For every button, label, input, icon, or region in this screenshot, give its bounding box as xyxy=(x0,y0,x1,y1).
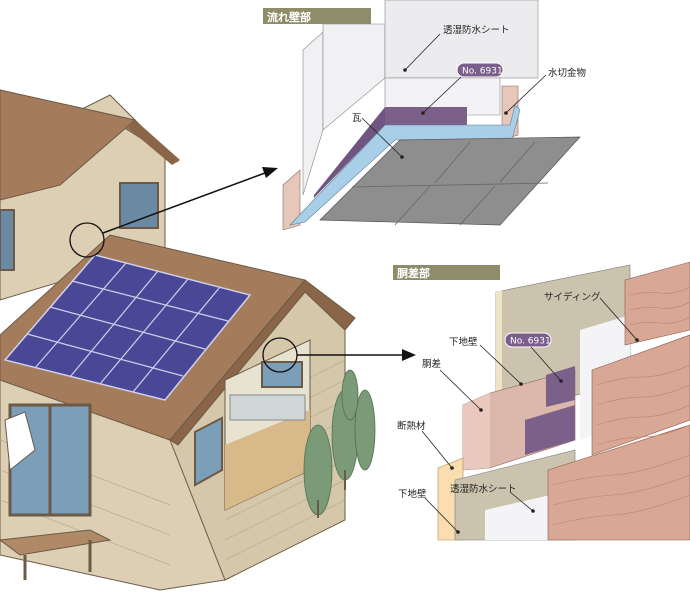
label-sheet-bottom: 透湿防水シート xyxy=(450,483,517,495)
callout-circle-valley xyxy=(69,222,105,258)
label-girth: 胴差 xyxy=(422,358,441,370)
label-base-wall-upper: 下地壁 xyxy=(449,336,478,348)
product-label-top: No. 6931 xyxy=(462,67,503,77)
section-label-top: 流れ壁部 xyxy=(267,10,311,24)
label-base-wall-lower: 下地壁 xyxy=(398,488,427,500)
section-label-bottom: 胴差部 xyxy=(397,266,430,280)
product-pill-bottom xyxy=(504,332,552,348)
product-pill-top xyxy=(456,62,504,78)
label-siding: サイディング xyxy=(544,291,601,303)
section-label-bg xyxy=(263,8,371,24)
label-sheet-top: 透湿防水シート xyxy=(443,24,510,36)
callout-arrow-top xyxy=(102,172,266,234)
label-insulation: 断熱材 xyxy=(397,420,426,432)
house-illustration xyxy=(0,89,376,591)
trees xyxy=(303,369,376,516)
product-label-bottom: No. 6931 xyxy=(510,337,551,347)
top-detail-flow-wall: 流れ壁部 透湿防水シート No. 6931 水切金物 瓦 xyxy=(263,0,587,231)
label-flashing: 水切金物 xyxy=(548,67,587,79)
label-tile: 瓦 xyxy=(352,113,362,124)
bottom-detail-girth: 胴差部 サイディング 下地壁 No. 6931 胴差 xyxy=(393,261,690,541)
solar-panel xyxy=(3,254,252,401)
